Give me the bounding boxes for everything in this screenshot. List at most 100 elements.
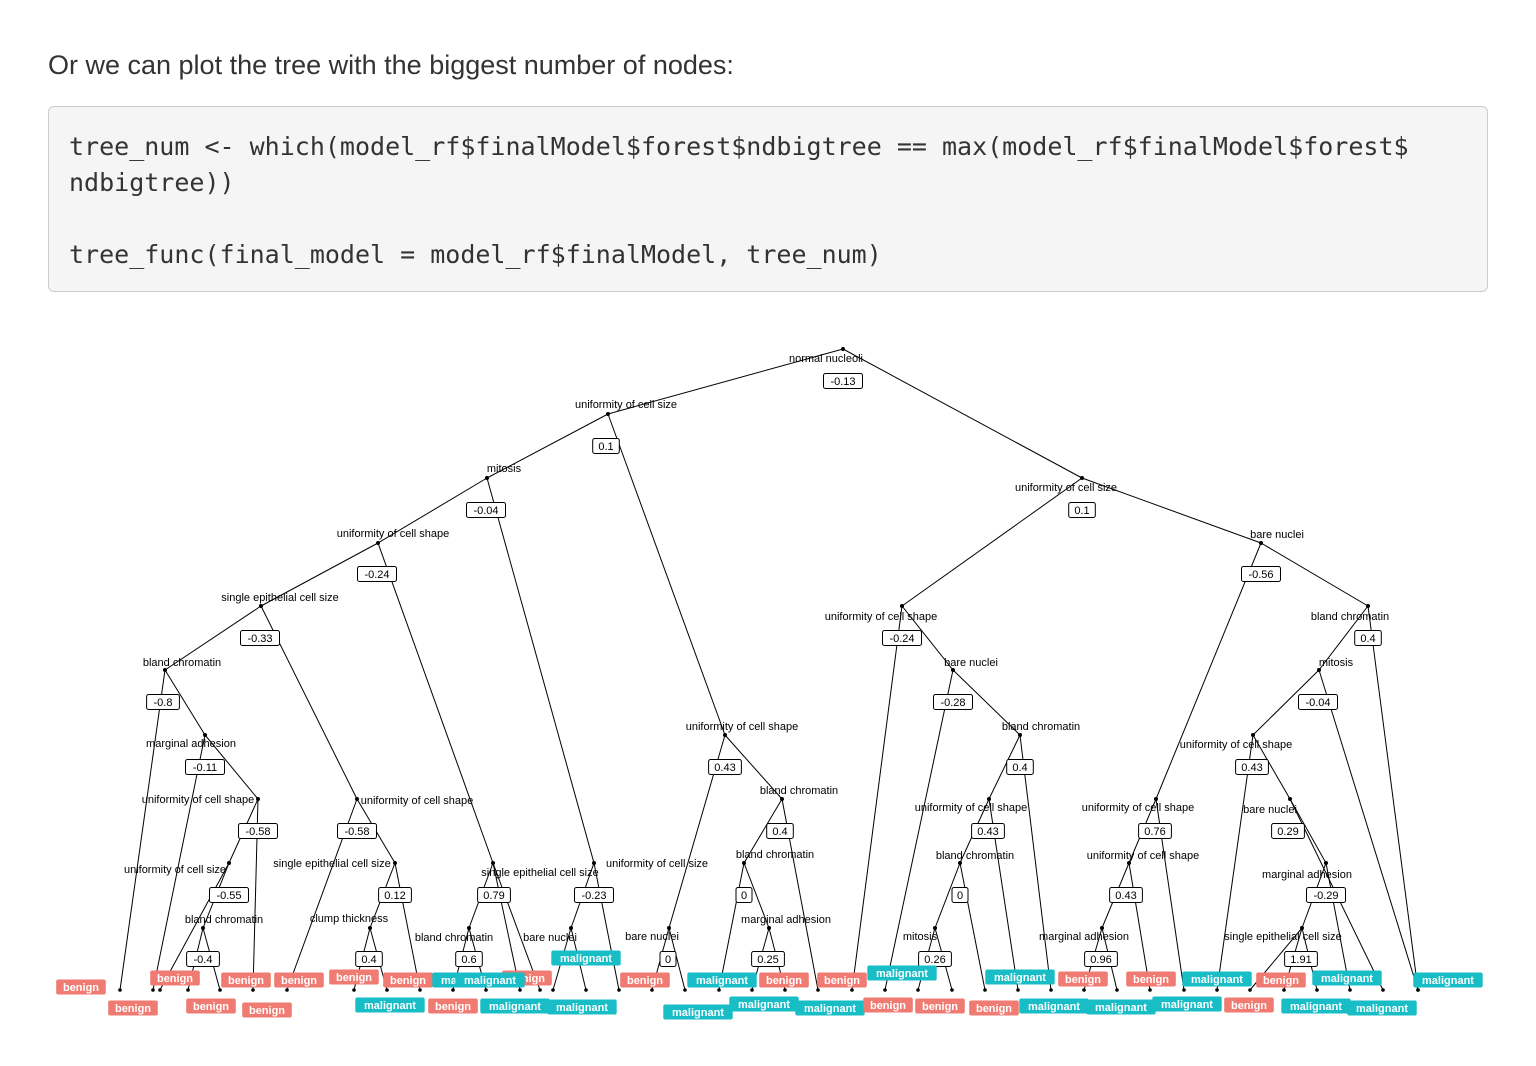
threshold-box — [455, 951, 483, 967]
code-line-2: ndbigtree)) — [69, 168, 235, 197]
threshold-value: 0.4 — [772, 826, 787, 838]
split-node-dot — [256, 797, 260, 801]
tree-edge — [842, 348, 1083, 479]
threshold-value: 0.79 — [483, 890, 504, 902]
split-node-dot — [1154, 797, 1158, 801]
leaf-node-dot — [750, 988, 754, 992]
split-node-dot — [227, 861, 231, 865]
leaf-node-dot — [118, 988, 122, 992]
split-feature-label: uniformity of cell size — [124, 864, 226, 876]
split-feature-label: marginal adhesion — [741, 914, 831, 926]
split-node-dot — [1317, 668, 1321, 672]
leaf-prediction-label: benign — [435, 1001, 471, 1013]
split-node-dot — [1251, 733, 1255, 737]
split-feature-label: bland chromatin — [1311, 611, 1389, 623]
benign-leaf-badge — [1126, 971, 1176, 987]
leaf-node-dot — [352, 988, 356, 992]
leaf-prediction-label: malignant — [1356, 1003, 1408, 1015]
split-node-dot — [201, 926, 205, 930]
leaf-prediction-label: benign — [249, 1005, 285, 1017]
threshold-value: 0 — [957, 890, 963, 902]
tree-edge — [119, 669, 166, 991]
split-node-dot — [569, 926, 573, 930]
leaf-node-dot — [518, 988, 522, 992]
threshold-box — [185, 759, 225, 775]
leaf-node-dot — [418, 988, 422, 992]
threshold-value: -0.33 — [247, 633, 272, 645]
leaf-node-dot — [1215, 988, 1219, 992]
leaf-node-dot — [151, 988, 155, 992]
threshold-value: -0.55 — [216, 890, 241, 902]
benign-leaf-badge — [221, 972, 271, 988]
threshold-box — [1235, 759, 1269, 775]
threshold-box — [933, 694, 973, 710]
split-node-dot — [592, 861, 596, 865]
leaf-prediction-label: malignant — [464, 975, 516, 987]
tree-edge — [204, 734, 259, 800]
split-feature-label: single epithelial cell size — [273, 858, 390, 870]
tree-edge — [988, 734, 1021, 800]
split-node-dot — [163, 668, 167, 672]
threshold-box — [209, 887, 249, 903]
threshold-box — [1284, 951, 1318, 967]
split-node-dot — [723, 733, 727, 737]
split-node-dot — [900, 604, 904, 608]
tree-edge — [1081, 477, 1262, 544]
threshold-value: -0.4 — [194, 954, 213, 966]
tree-edge — [1260, 542, 1369, 607]
tree-edge — [743, 798, 783, 864]
split-feature-label: bland chromatin — [185, 914, 263, 926]
split-node-dot — [958, 861, 962, 865]
split-node-dot — [1100, 926, 1104, 930]
threshold-box — [823, 373, 863, 389]
threshold-value: 0 — [741, 890, 747, 902]
threshold-value: 0.6 — [461, 954, 476, 966]
threshold-value: -0.8 — [154, 697, 173, 709]
benign-leaf-badge — [56, 979, 106, 995]
threshold-value: 0.4 — [1012, 762, 1027, 774]
threshold-box — [186, 951, 220, 967]
benign-leaf-badge — [428, 998, 478, 1014]
benign-leaf-badge — [150, 970, 200, 986]
threshold-box — [659, 951, 677, 967]
threshold-box — [882, 630, 922, 646]
benign-leaf-badge — [1058, 971, 1108, 987]
split-node-dot — [1366, 604, 1370, 608]
threshold-value: 0.1 — [1074, 505, 1089, 517]
threshold-value: 0.43 — [1241, 762, 1262, 774]
malignant-leaf-badge — [1413, 972, 1483, 988]
leaf-prediction-label: malignant — [364, 1000, 416, 1012]
threshold-box — [477, 887, 511, 903]
tree-edge — [152, 734, 206, 991]
split-feature-label: uniformity of cell shape — [1082, 802, 1195, 814]
split-node-dot — [987, 797, 991, 801]
tree-edge — [1289, 798, 1327, 864]
threshold-value: 0.43 — [977, 826, 998, 838]
tree-edge — [1318, 669, 1419, 991]
leaf-prediction-label: malignant — [1095, 1002, 1147, 1014]
code-blank-line — [69, 201, 1467, 237]
leaf-node-dot — [1381, 988, 1385, 992]
tree-edge — [851, 605, 903, 991]
split-feature-label: uniformity of cell shape — [915, 802, 1028, 814]
leaf-node-dot — [717, 988, 721, 992]
split-feature-label: bare nuclei — [625, 931, 679, 943]
split-feature-label: bland chromatin — [143, 657, 221, 669]
split-node-dot — [491, 861, 495, 865]
split-node-dot — [393, 861, 397, 865]
leaf-prediction-label: benign — [63, 982, 99, 994]
leaf-node-dot — [983, 988, 987, 992]
tree-edge — [668, 927, 686, 991]
leaf-node-dot — [186, 988, 190, 992]
tree-edge — [607, 348, 844, 415]
threshold-value: 0.29 — [1277, 826, 1298, 838]
leaf-prediction-label: malignant — [489, 1001, 541, 1013]
leaf-prediction-label: benign — [870, 1000, 906, 1012]
split-node-dot — [780, 797, 784, 801]
threshold-box — [751, 951, 785, 967]
code-line-3: tree_func(final_model = model_rf$finalMo… — [69, 240, 882, 269]
leaf-prediction-label: malignant — [556, 1002, 608, 1014]
threshold-value: -0.58 — [245, 826, 270, 838]
tree-edge — [1128, 862, 1151, 991]
leaf-node-dot — [650, 988, 654, 992]
